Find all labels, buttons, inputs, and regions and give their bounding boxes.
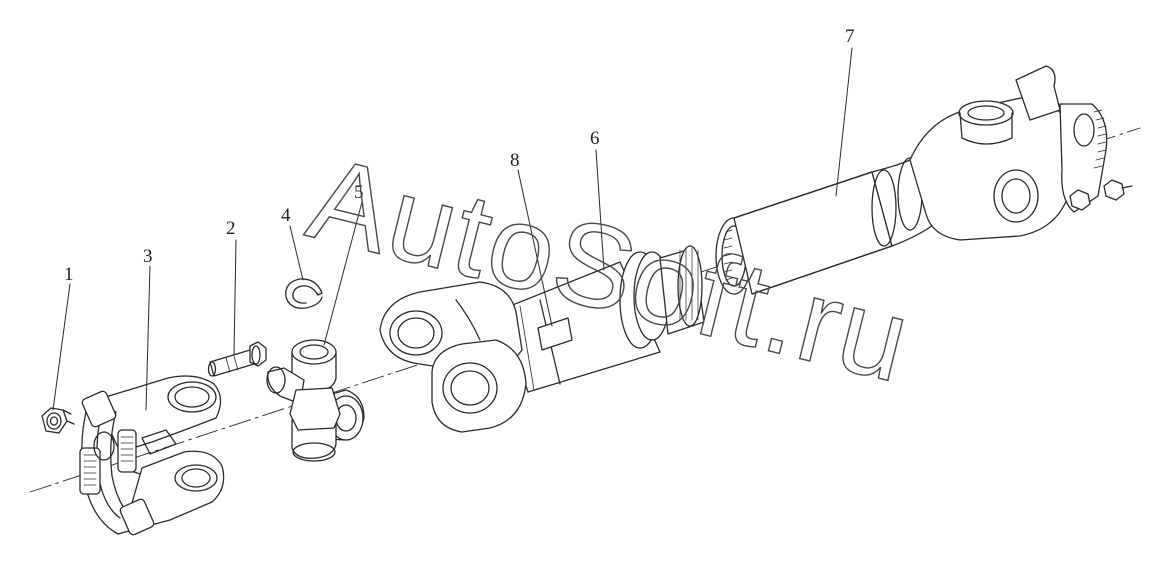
part-4-snap-ring [286,279,322,308]
leader-1 [52,283,71,411]
leader-7 [835,47,853,197]
leader-3 [145,265,151,411]
part-3-flange-yoke [80,376,224,536]
callout-6: 6 [590,128,600,149]
callout-3: 3 [143,246,153,267]
leader-8 [517,169,553,327]
part-5-spider [267,340,364,461]
leader-2 [233,239,237,355]
callout-7: 7 [845,26,855,47]
callout-5: 5 [354,182,364,203]
callout-8: 8 [510,150,520,171]
part-7-shaft-tube [716,66,1132,294]
part-1-nut [42,408,74,433]
part-6-slip-yoke [380,246,704,432]
leader-6 [595,149,605,271]
leader-5 [323,201,363,346]
part-2-bolt [209,342,267,376]
callout-labels: 1 2 3 4 5 6 7 8 [64,26,855,285]
callout-4: 4 [281,205,291,226]
callout-2: 2 [226,218,236,239]
callout-1: 1 [64,264,74,285]
leader-4 [289,225,304,281]
leader-lines [52,47,853,411]
